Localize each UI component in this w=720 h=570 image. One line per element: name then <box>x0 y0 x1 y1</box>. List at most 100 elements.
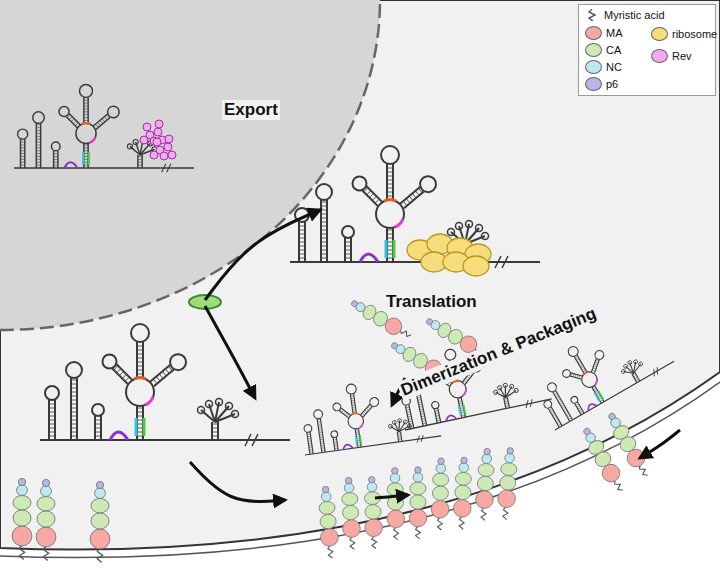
rna-stem <box>350 174 385 209</box>
gag-protein <box>386 468 405 540</box>
rna-branch <box>329 380 384 432</box>
rna-stem <box>358 396 380 419</box>
rna-stem <box>589 349 605 374</box>
rna-stem <box>355 429 361 448</box>
legend-swatch <box>585 60 602 74</box>
rna-stem <box>387 228 393 262</box>
nucleus <box>0 0 380 330</box>
rna-genome <box>290 146 540 268</box>
legend-symbol <box>585 9 600 21</box>
rna-stem <box>397 173 439 212</box>
rna-stem <box>212 422 218 440</box>
gag-protein <box>431 458 450 530</box>
rna-stem <box>66 362 82 440</box>
rna-stem <box>92 404 104 440</box>
rre <box>492 381 521 410</box>
legend-text: Myristic acid <box>604 9 665 21</box>
rna-stem <box>546 381 575 423</box>
rre <box>388 417 414 443</box>
rna-stem <box>316 184 332 262</box>
gag-protein <box>317 486 340 559</box>
rna-stem <box>147 351 189 390</box>
rna-stem <box>84 144 88 168</box>
legend-swatch <box>585 26 602 40</box>
legend-swatch <box>585 43 602 57</box>
legend-item: CA <box>585 43 621 57</box>
rna-stem <box>458 397 466 418</box>
legend-text: ribosome <box>672 28 717 40</box>
rna-branch <box>551 334 616 398</box>
gag-protein <box>603 409 654 480</box>
rna-stem <box>331 430 340 451</box>
process-arrow <box>640 430 680 458</box>
ribosome <box>407 234 491 276</box>
rev-cluster <box>140 120 166 145</box>
rev-cluster <box>150 135 176 160</box>
legend-text: MA <box>606 27 623 39</box>
process-arrow <box>375 495 408 498</box>
rna-stem <box>342 226 354 262</box>
rna-branch <box>350 146 440 228</box>
rna-stem <box>57 104 82 129</box>
step-label: Export <box>222 100 280 120</box>
rna-stem <box>51 142 60 168</box>
rna-stem <box>45 386 59 440</box>
legend-swatch <box>651 27 668 41</box>
rre <box>619 356 650 387</box>
process-arrow <box>190 462 285 502</box>
gag-protein <box>340 477 362 550</box>
rna-genome <box>14 84 194 172</box>
rna-stem <box>566 345 589 376</box>
rna-stem <box>138 155 142 168</box>
legend-item: ribosome <box>651 27 717 41</box>
legend-item: NC <box>585 60 622 74</box>
rna-stem <box>80 84 93 123</box>
rna-branch <box>57 84 122 143</box>
gag-protein <box>453 457 473 530</box>
rna-stem <box>91 104 122 132</box>
rna-stem <box>346 383 360 414</box>
legend-swatch <box>651 49 668 63</box>
rna-stem <box>18 129 28 168</box>
nuclear-envelope <box>0 0 380 330</box>
rna-stem <box>381 146 399 200</box>
rna-stem <box>137 406 143 440</box>
legend-item: MA <box>585 26 623 40</box>
legend-item: p6 <box>585 77 618 91</box>
rna-genome <box>40 324 290 446</box>
rre <box>198 399 239 441</box>
rna-stem <box>592 385 604 403</box>
legend-text: NC <box>606 61 622 73</box>
rna-stem <box>431 401 443 424</box>
rna-stem <box>543 399 565 429</box>
gag-protein <box>36 479 56 560</box>
legend-text: CA <box>606 44 621 56</box>
rna-stem <box>570 395 586 415</box>
legend-text: Rev <box>672 50 692 62</box>
rna-stem <box>397 432 402 442</box>
legend-text: p6 <box>606 78 618 90</box>
rna-stem <box>504 397 510 408</box>
gag-protein <box>12 478 32 559</box>
membrane-inner <box>0 382 720 558</box>
gag-protein <box>363 476 383 549</box>
gag-protein <box>409 467 427 539</box>
process-arrow <box>205 210 320 300</box>
gag-protein <box>90 481 110 562</box>
rna-branch <box>100 324 190 406</box>
process-arrow <box>205 306 255 398</box>
rna-stem <box>632 372 640 382</box>
cytoplasm <box>0 0 720 550</box>
rna-stem <box>562 369 583 382</box>
rna-stem <box>331 402 351 420</box>
rna-stem <box>33 112 45 168</box>
rna-stem <box>313 409 328 453</box>
legend-swatch <box>585 77 602 91</box>
rna-stem <box>304 424 316 454</box>
rna-stem <box>100 352 135 387</box>
gag-protein <box>496 447 519 520</box>
gag-protein <box>474 448 496 521</box>
step-label: Translation <box>384 292 479 312</box>
rna-stem <box>131 324 149 378</box>
